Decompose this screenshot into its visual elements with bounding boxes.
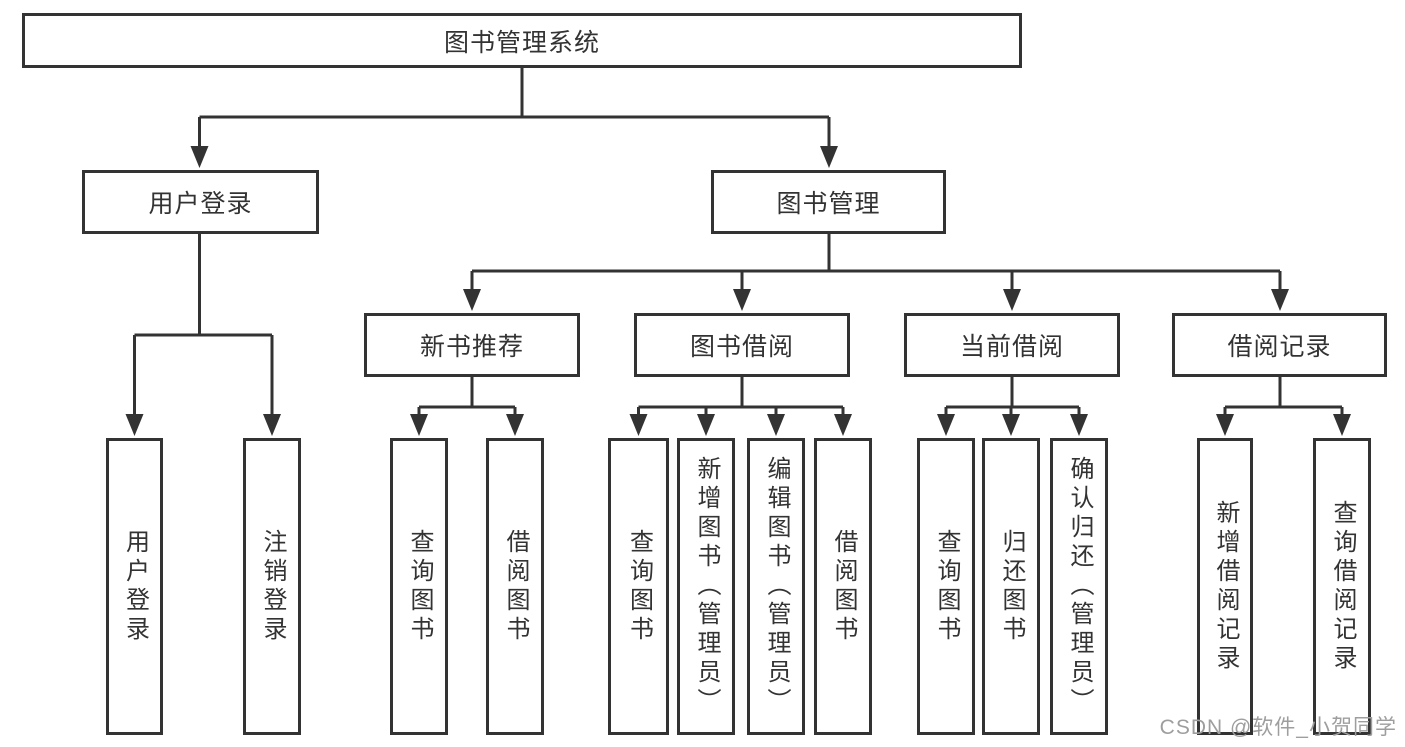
arrowhead bbox=[1333, 414, 1351, 436]
arrowhead bbox=[506, 414, 524, 436]
node-user-login: 用户登录 bbox=[82, 170, 319, 234]
node-new-book-recommend: 新书推荐 bbox=[364, 313, 580, 377]
node-root-library-management-system: 图书管理系统 bbox=[22, 13, 1022, 68]
leaf-borrow-books-recommend: 借阅图书 bbox=[486, 438, 544, 735]
arrowhead bbox=[125, 414, 144, 436]
node-book-borrow: 图书借阅 bbox=[634, 313, 850, 377]
arrowheads bbox=[125, 146, 1351, 436]
leaf-query-borrow-record: 查询借阅记录 bbox=[1313, 438, 1371, 735]
arrowhead bbox=[1003, 289, 1021, 311]
connector-user-login-to-leaves bbox=[133, 233, 274, 418]
leaf-query-books-borrow: 查询图书 bbox=[608, 438, 669, 735]
leaf-logout: 注销登录 bbox=[243, 438, 301, 735]
connector-book-management-to-level3 bbox=[470, 233, 1282, 292]
arrowhead bbox=[767, 414, 785, 436]
arrowhead bbox=[1002, 414, 1020, 436]
leaf-add-books-admin: 新增图书（管理员） bbox=[677, 438, 735, 735]
csdn-watermark: CSDN @软件_小贺同学 bbox=[1159, 716, 1397, 739]
leaf-add-borrow-record: 新增借阅记录 bbox=[1197, 438, 1253, 735]
arrowhead bbox=[263, 414, 281, 436]
arrowhead bbox=[463, 289, 481, 311]
connector-new-book-recommend-to-leaves bbox=[417, 377, 517, 418]
leaf-user-login: 用户登录 bbox=[106, 438, 163, 735]
arrowhead bbox=[820, 146, 838, 168]
leaf-return-books: 归还图书 bbox=[982, 438, 1040, 735]
leaf-borrow-books: 借阅图书 bbox=[814, 438, 872, 735]
arrowhead bbox=[629, 414, 648, 436]
connector-book-borrow-to-leaves bbox=[637, 377, 845, 418]
arrowhead bbox=[733, 289, 751, 311]
leaf-confirm-return-admin: 确认归还（管理员） bbox=[1050, 438, 1108, 735]
arrowhead bbox=[697, 414, 715, 436]
leaf-query-books-current: 查询图书 bbox=[917, 438, 975, 735]
arrowhead bbox=[410, 414, 428, 436]
leaf-edit-books-admin: 编辑图书（管理员） bbox=[747, 438, 805, 735]
connector-borrow-records-to-leaves bbox=[1223, 377, 1344, 418]
leaf-query-books-recommend: 查询图书 bbox=[390, 438, 448, 735]
connector-current-borrow-to-leaves bbox=[944, 377, 1081, 418]
arrowhead bbox=[834, 414, 852, 436]
arrowhead bbox=[190, 146, 209, 168]
node-borrow-records: 借阅记录 bbox=[1172, 313, 1387, 377]
arrowhead bbox=[937, 414, 955, 436]
node-book-management: 图书管理 bbox=[711, 170, 946, 234]
arrowhead bbox=[1070, 414, 1088, 436]
arrowhead bbox=[1271, 289, 1289, 311]
arrowhead bbox=[1216, 414, 1234, 436]
node-current-borrow: 当前借阅 bbox=[904, 313, 1120, 377]
connector-root-to-level2 bbox=[198, 68, 831, 152]
